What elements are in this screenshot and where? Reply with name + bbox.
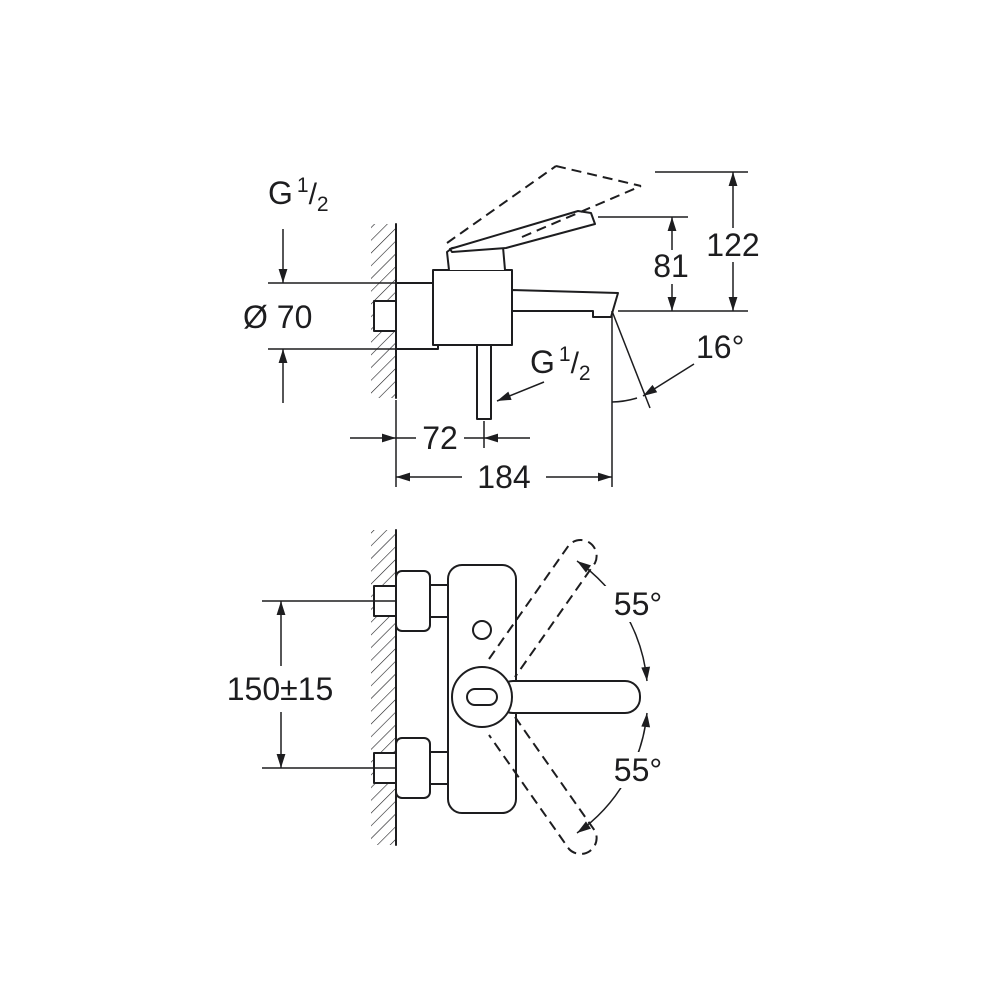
inlet-distance-label: 150±15: [227, 671, 334, 707]
label-mask: [601, 586, 675, 622]
dim-heights: 81 122: [598, 171, 760, 312]
spout-projection-label: 184: [477, 459, 530, 495]
mixer-body: [432, 269, 513, 346]
spout-angle-label: 16°: [696, 329, 744, 365]
total-height-label: 122: [706, 227, 759, 263]
lever-handle-front: [497, 680, 641, 714]
front-view: 150±15 55° 55°: [227, 529, 675, 855]
s-union: [429, 751, 449, 785]
label-mask: [416, 421, 464, 455]
label-mask: [462, 460, 546, 494]
bottom-outlet-pipe: [476, 344, 492, 420]
dim-handle-swing: 55° 55°: [576, 560, 675, 834]
angle-arc: [611, 397, 638, 403]
leader-line: [496, 381, 545, 402]
hub-slot: [466, 688, 498, 706]
leader-line: [642, 363, 695, 397]
escutcheon: [395, 282, 439, 350]
dim-inlet-distance: 150±15: [227, 600, 396, 769]
wall-union-nut: [373, 300, 397, 332]
spout-height-label: 81: [653, 248, 689, 284]
handle-swing-down-label: 55°: [614, 752, 662, 788]
s-union: [429, 584, 449, 618]
lever-swing-down-dashed: [488, 716, 598, 855]
extension-lines: [268, 282, 396, 350]
angle-ray: [611, 310, 651, 409]
lever-handle-raised-dashed: [446, 165, 642, 244]
dim-spout-angle: 16°: [611, 310, 744, 409]
wall-to-outlet-label: 72: [422, 420, 458, 456]
mounting-flange: [395, 570, 431, 632]
lever-handle-side: [449, 210, 596, 253]
wall-hatch: [371, 530, 396, 845]
handle-swing-up-label: 55°: [614, 586, 662, 622]
escutcheon-diameter-label: Ø 70: [243, 299, 312, 335]
label-mask: [601, 752, 675, 788]
lever-swing-up-dashed: [488, 539, 598, 678]
spout: [511, 289, 619, 318]
mounting-flange: [395, 737, 431, 799]
temperature-button: [472, 620, 492, 640]
dim-projections: 72 184: [350, 311, 613, 495]
